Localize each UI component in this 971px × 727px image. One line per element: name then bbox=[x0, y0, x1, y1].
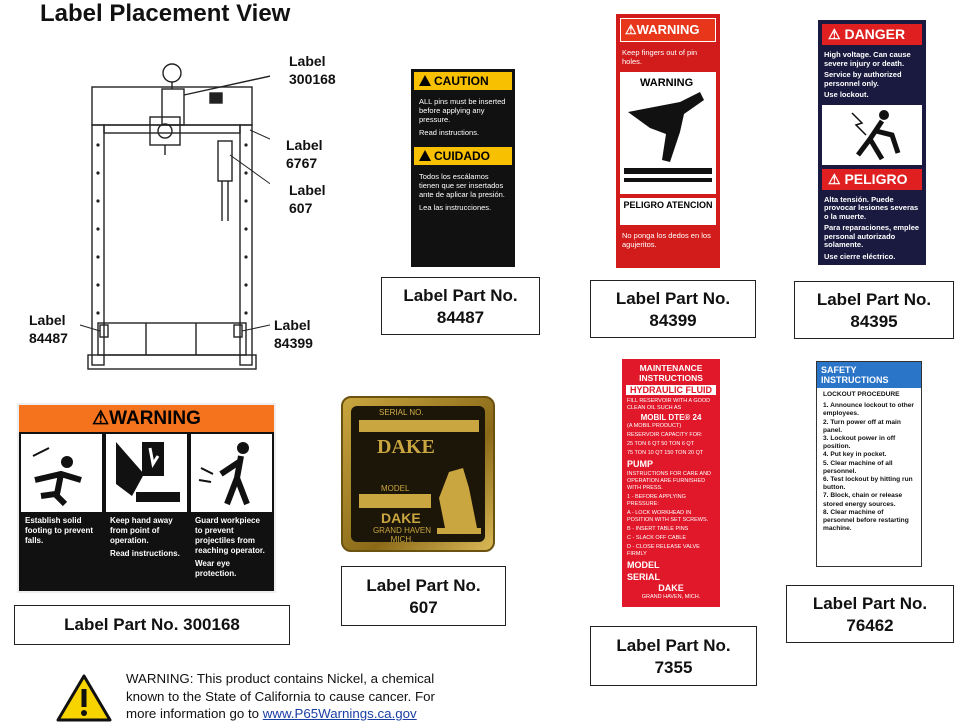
danger-label-84395: ⚠ DANGER High voltage. Can cause severe … bbox=[818, 20, 926, 265]
electric-shock-icon bbox=[822, 104, 922, 165]
warning-col-hand: Keep hand away from point of operation.R… bbox=[106, 434, 187, 583]
peligro-header: ⚠ PELIGRO bbox=[822, 168, 922, 190]
svg-text:WARNING: WARNING bbox=[640, 77, 693, 89]
cuidado-header: CUIDADO bbox=[414, 147, 512, 165]
caution-text: ALL pins must be inserted before applyin… bbox=[419, 97, 506, 137]
danger-text: High voltage. Can cause severe injury or… bbox=[824, 50, 911, 99]
peligro-header: PELIGRO ATENCION bbox=[620, 198, 716, 225]
part-box-607: Label Part No.607 bbox=[341, 566, 506, 626]
caution-label-84487: CAUTION ALL pins must be inserted before… bbox=[411, 69, 515, 267]
p65-warnings-link[interactable]: www.P65Warnings.ca.gov bbox=[262, 706, 417, 721]
part-box-84487: Label Part No.84487 bbox=[381, 277, 540, 335]
page-title: Label Placement View bbox=[40, 0, 291, 27]
warning-header: ⚠WARNING bbox=[620, 18, 716, 42]
warning-fingers-text: Keep fingers out of pin holes. bbox=[622, 48, 698, 66]
fall-icon bbox=[21, 434, 102, 512]
safety-instructions-label-76462: SAFETY INSTRUCTIONS LOCKOUT PROCEDURE 1.… bbox=[816, 361, 922, 567]
part-box-7355: Label Part No.7355 bbox=[590, 626, 757, 686]
dake-serial-plate-607: SERIAL NO. DAKE MODEL DAKE GRAND HAVEN M… bbox=[341, 396, 495, 552]
peligro-text: Alta tensión. Puede provocar lesiones se… bbox=[824, 194, 920, 261]
part-box-300168: Label Part No. 300168 bbox=[14, 605, 290, 645]
press-emblem-icon bbox=[437, 468, 481, 534]
part-box-84399: Label Part No.84399 bbox=[590, 280, 756, 338]
warning-fingers-label-84399: ⚠WARNING Keep fingers out of pin holes. … bbox=[616, 14, 720, 268]
prop65-warning-text: WARNING: This product contains Nickel, a… bbox=[126, 671, 435, 721]
warning-col-projectiles: Guard workpiece to prevent projectiles f… bbox=[191, 434, 272, 583]
caution-header: CAUTION bbox=[414, 72, 512, 90]
press-diagram bbox=[79, 63, 270, 370]
peligro-text: No ponga los dedos en los agujeritos. bbox=[622, 231, 711, 249]
dake-logo: DAKE bbox=[377, 436, 435, 458]
warning-header: ⚠WARNING bbox=[19, 405, 274, 432]
warning-col-falls: Establish solid footing to prevent falls… bbox=[21, 434, 102, 583]
cuidado-text: Todos los escálamos tienen que ser inser… bbox=[419, 172, 505, 212]
danger-header: ⚠ DANGER bbox=[822, 24, 922, 45]
warning-triangle-icon bbox=[56, 674, 112, 722]
hand-crush-icon bbox=[106, 434, 187, 512]
part-box-84395: Label Part No.84395 bbox=[794, 281, 954, 339]
pinch-hand-icon: WARNING bbox=[620, 72, 716, 194]
warning-label-300168: ⚠WARNING Establish solid footing to prev… bbox=[17, 403, 276, 593]
projectile-icon bbox=[191, 434, 272, 512]
part-box-76462: Label Part No.76462 bbox=[786, 585, 954, 643]
maintenance-label-7355: MAINTENANCE INSTRUCTIONS HYDRAULIC FLUID… bbox=[622, 359, 720, 607]
